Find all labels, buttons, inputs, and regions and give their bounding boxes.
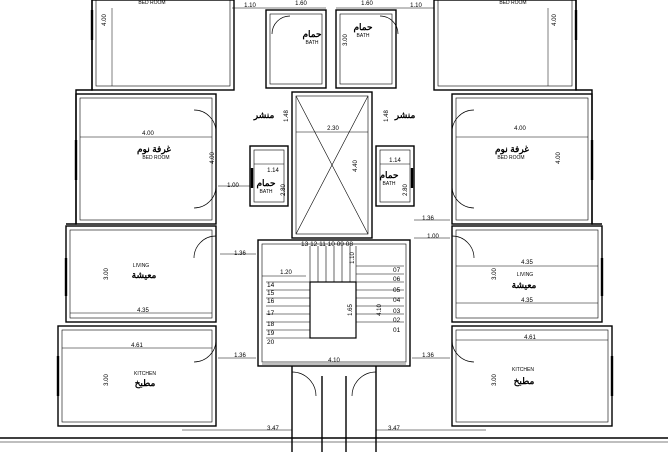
dim-label: 1.00: [427, 234, 439, 240]
dim-label: 4.10: [377, 304, 383, 316]
doors: [193, 15, 475, 397]
dim-label: 1.60: [295, 1, 307, 7]
dim-label: 4.00: [210, 152, 216, 164]
dim-label: 4.00: [102, 14, 108, 26]
kitchen-ar-label: مطبخ: [514, 376, 535, 387]
dim-label: 4.00: [514, 126, 526, 132]
stair-number: 16: [267, 298, 275, 305]
stair-number: 18: [267, 321, 275, 328]
stair-number: 13 12 11 10 09 08: [301, 241, 353, 248]
dim-label: 1.36: [234, 251, 246, 257]
dim-label: 1.10: [244, 3, 256, 9]
living-en-label: LIVING: [133, 263, 150, 269]
dim-label: 1.14: [267, 168, 279, 174]
dim-label: 4.61: [524, 335, 536, 341]
bath-en-label: BATH: [383, 181, 396, 187]
room-labels: حمام BATH حمام BATH منشر منشر غرفة نوم B…: [132, 0, 537, 389]
shaft-label: منشر: [394, 110, 416, 121]
dim-label: 2.80: [281, 184, 287, 196]
bedroom-en-label: BED ROOM: [142, 155, 169, 161]
dim-label: 4.00: [142, 131, 154, 137]
stair-number: 06: [393, 276, 401, 283]
windows: [56, 10, 614, 396]
stair-number: 20: [267, 339, 275, 346]
living-ar-label: معيشة: [132, 270, 157, 280]
dim-label: 4.35: [137, 308, 149, 314]
dimension-labels: 1.10 1.60 1.60 1.10 4.00 4.00 3.00 1.48 …: [102, 1, 562, 432]
dim-label: 2.30: [327, 126, 339, 132]
dim-label: 3.00: [492, 374, 498, 386]
stair-number: 15: [267, 290, 275, 297]
bedroom-en-label: BED ROOM: [499, 0, 526, 6]
dim-label: 3.00: [492, 268, 498, 280]
stair-number: 02: [393, 317, 401, 324]
stair-number: 01: [393, 327, 401, 334]
bedroom-ar-label: غرفة نوم: [137, 144, 171, 155]
dim-label: 1.36: [234, 353, 246, 359]
dim-label: 3.00: [104, 268, 110, 280]
dim-label: 1.00: [227, 183, 239, 189]
dim-label: 4.00: [556, 152, 562, 164]
kitchen-en-label: KITCHEN: [134, 371, 156, 377]
dim-label: 4.35: [521, 298, 533, 304]
dim-label: 4.61: [131, 343, 143, 349]
bedroom-ar-label: غرفة نوم: [495, 144, 529, 155]
living-en-label: LIVING: [517, 272, 534, 278]
stair-number: 19: [267, 330, 275, 337]
dim-label: 4.00: [552, 14, 558, 26]
dim-label: 1.60: [361, 1, 373, 7]
stair-numbers: 13 12 11 10 09 08 14 15 16 17 18 19 20 0…: [267, 241, 401, 346]
dim-label: 3.47: [267, 426, 279, 432]
bath-ar-label: حمام: [379, 170, 399, 181]
dim-label: 1.14: [389, 158, 401, 164]
elevator-shaft: [295, 95, 369, 235]
dim-label: 1.20: [280, 270, 292, 276]
dim-label: 1.48: [384, 110, 390, 122]
bath-en-label: BATH: [357, 33, 370, 39]
dim-label: 3.47: [388, 426, 400, 432]
stair-number: 14: [267, 282, 275, 289]
dim-label: 4.10: [328, 358, 340, 364]
dim-label: 4.35: [521, 260, 533, 266]
dim-label: 3.00: [104, 374, 110, 386]
stair-number: 03: [393, 308, 401, 315]
stair-number: 05: [393, 287, 401, 294]
kitchen-ar-label: مطبخ: [135, 378, 156, 389]
bath-ar-label: حمام: [353, 22, 373, 33]
dim-label: 1.10: [350, 252, 356, 264]
dim-label: 1.10: [410, 3, 422, 9]
dim-label: 1.36: [422, 216, 434, 222]
dim-label: 2.80: [403, 184, 409, 196]
bedroom-en-label: BED ROOM: [497, 155, 524, 161]
bath-en-label: BATH: [260, 189, 273, 195]
dim-label: 1.48: [284, 110, 290, 122]
kitchen-en-label: KITCHEN: [512, 367, 534, 373]
bath-en-label: BATH: [306, 40, 319, 46]
dim-label: 1.36: [422, 353, 434, 359]
bath-ar-label: حمام: [302, 29, 322, 40]
bath-ar-label: حمام: [256, 178, 276, 189]
dim-label: 3.00: [343, 34, 349, 46]
dim-label: 4.40: [353, 160, 359, 172]
stairs: [266, 246, 404, 339]
dimension-lines: [62, 7, 608, 431]
living-ar-label: معيشة: [512, 280, 537, 290]
dim-label: 1.65: [348, 304, 354, 316]
shaft-label: منشر: [253, 110, 275, 121]
stair-number: 07: [393, 267, 401, 274]
stair-number: 04: [393, 297, 401, 304]
stair-number: 17: [267, 310, 275, 317]
bedroom-en-label: BED ROOM: [138, 0, 165, 6]
